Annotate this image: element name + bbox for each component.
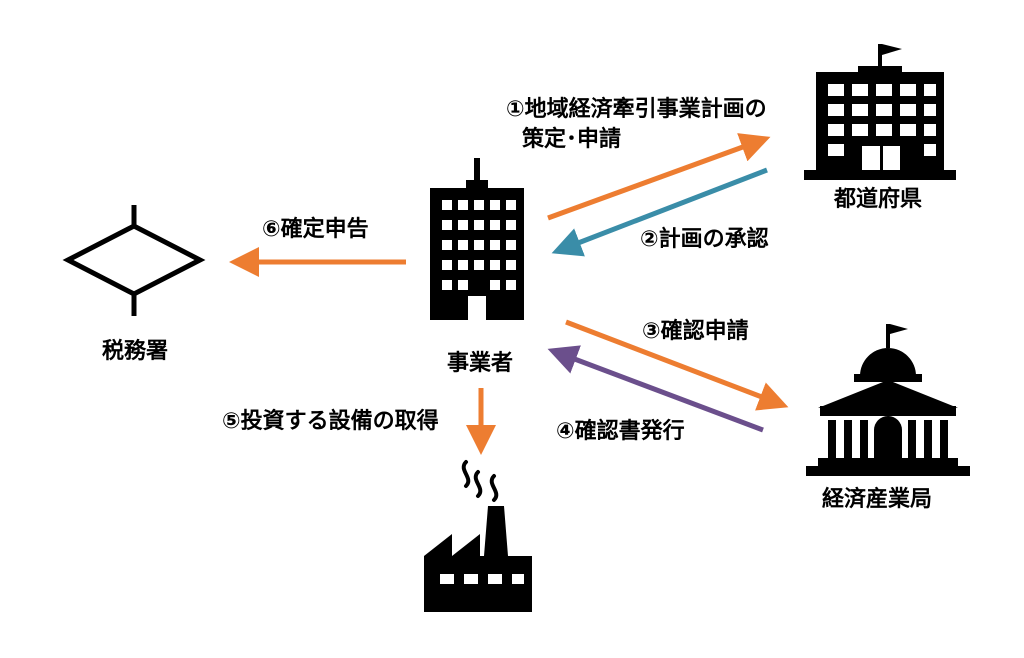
domed-government-building-icon: [806, 324, 970, 476]
step1-label-line1: ①地域経済牽引事業計画の: [506, 97, 767, 122]
arrow-step4-certificate-issuance: [547, 345, 764, 433]
government-building-icon: [804, 44, 956, 180]
step6-label: ⑥確定申告: [262, 217, 369, 242]
step2-label: ②計画の承認: [640, 227, 769, 252]
office-tower-icon: [430, 158, 524, 320]
step5-label: ⑤投資する設備の取得: [222, 409, 439, 434]
tax-office-label: 税務署: [102, 339, 169, 364]
meti-bureau-label: 経済産業局: [822, 487, 933, 512]
arrow-step1-plan-application: [547, 133, 771, 221]
tax-office-map-symbol-icon: [62, 205, 206, 316]
step1-label-line2: 策定･申請: [522, 127, 622, 152]
prefecture-label: 都道府県: [834, 187, 923, 212]
arrow-step3-confirmation-application: [565, 319, 789, 411]
step4-label: ④確認書発行: [556, 419, 685, 444]
factory-icon: [424, 460, 532, 612]
business-label: 事業者: [447, 351, 514, 376]
arrow-step2-plan-approval: [551, 167, 768, 257]
step3-label: ③確認申請: [642, 319, 749, 344]
